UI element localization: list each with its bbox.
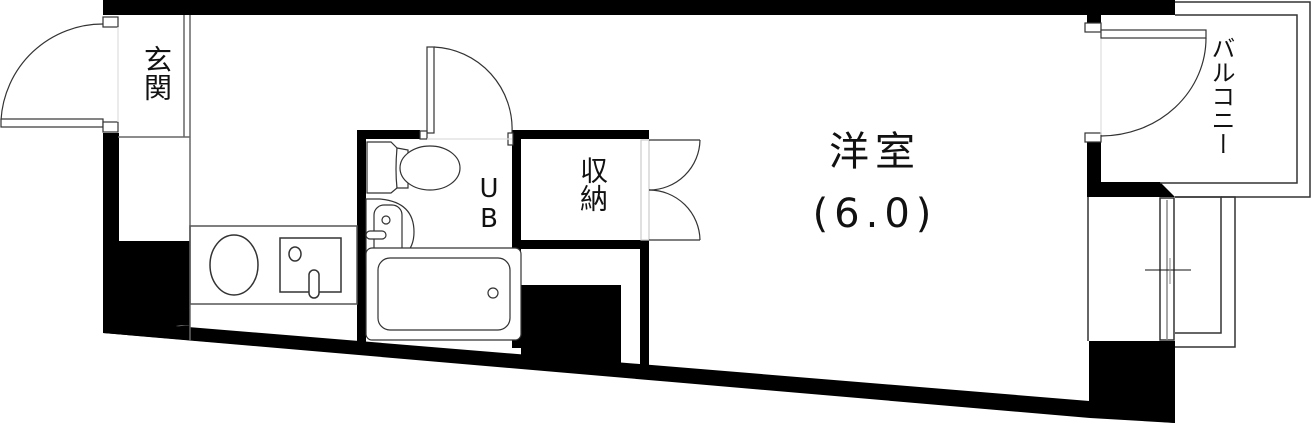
balcony-label: バルコニー: [1207, 36, 1235, 156]
balcony-door[interactable]: [1084, 22, 1207, 143]
unit-bath-text: UB: [474, 174, 504, 234]
unit-bath-label: UB: [472, 174, 504, 234]
bathroom-door[interactable]: [419, 46, 514, 146]
window: [1087, 196, 1236, 348]
storage-label: 収納: [576, 156, 609, 212]
entrance-label: 玄関: [140, 45, 173, 101]
western-room-label: 洋室 (6.0): [790, 132, 960, 234]
western-room-size: (6.0): [812, 191, 938, 237]
balcony: [1160, 1, 1311, 198]
kitchen-counter: [189, 225, 358, 305]
storage-doors[interactable]: [640, 139, 701, 241]
western-room-name: 洋室: [829, 129, 921, 175]
entrance-door[interactable]: [0, 16, 119, 133]
walls: [103, 0, 1175, 423]
unit-bath-fixtures: [365, 141, 522, 341]
